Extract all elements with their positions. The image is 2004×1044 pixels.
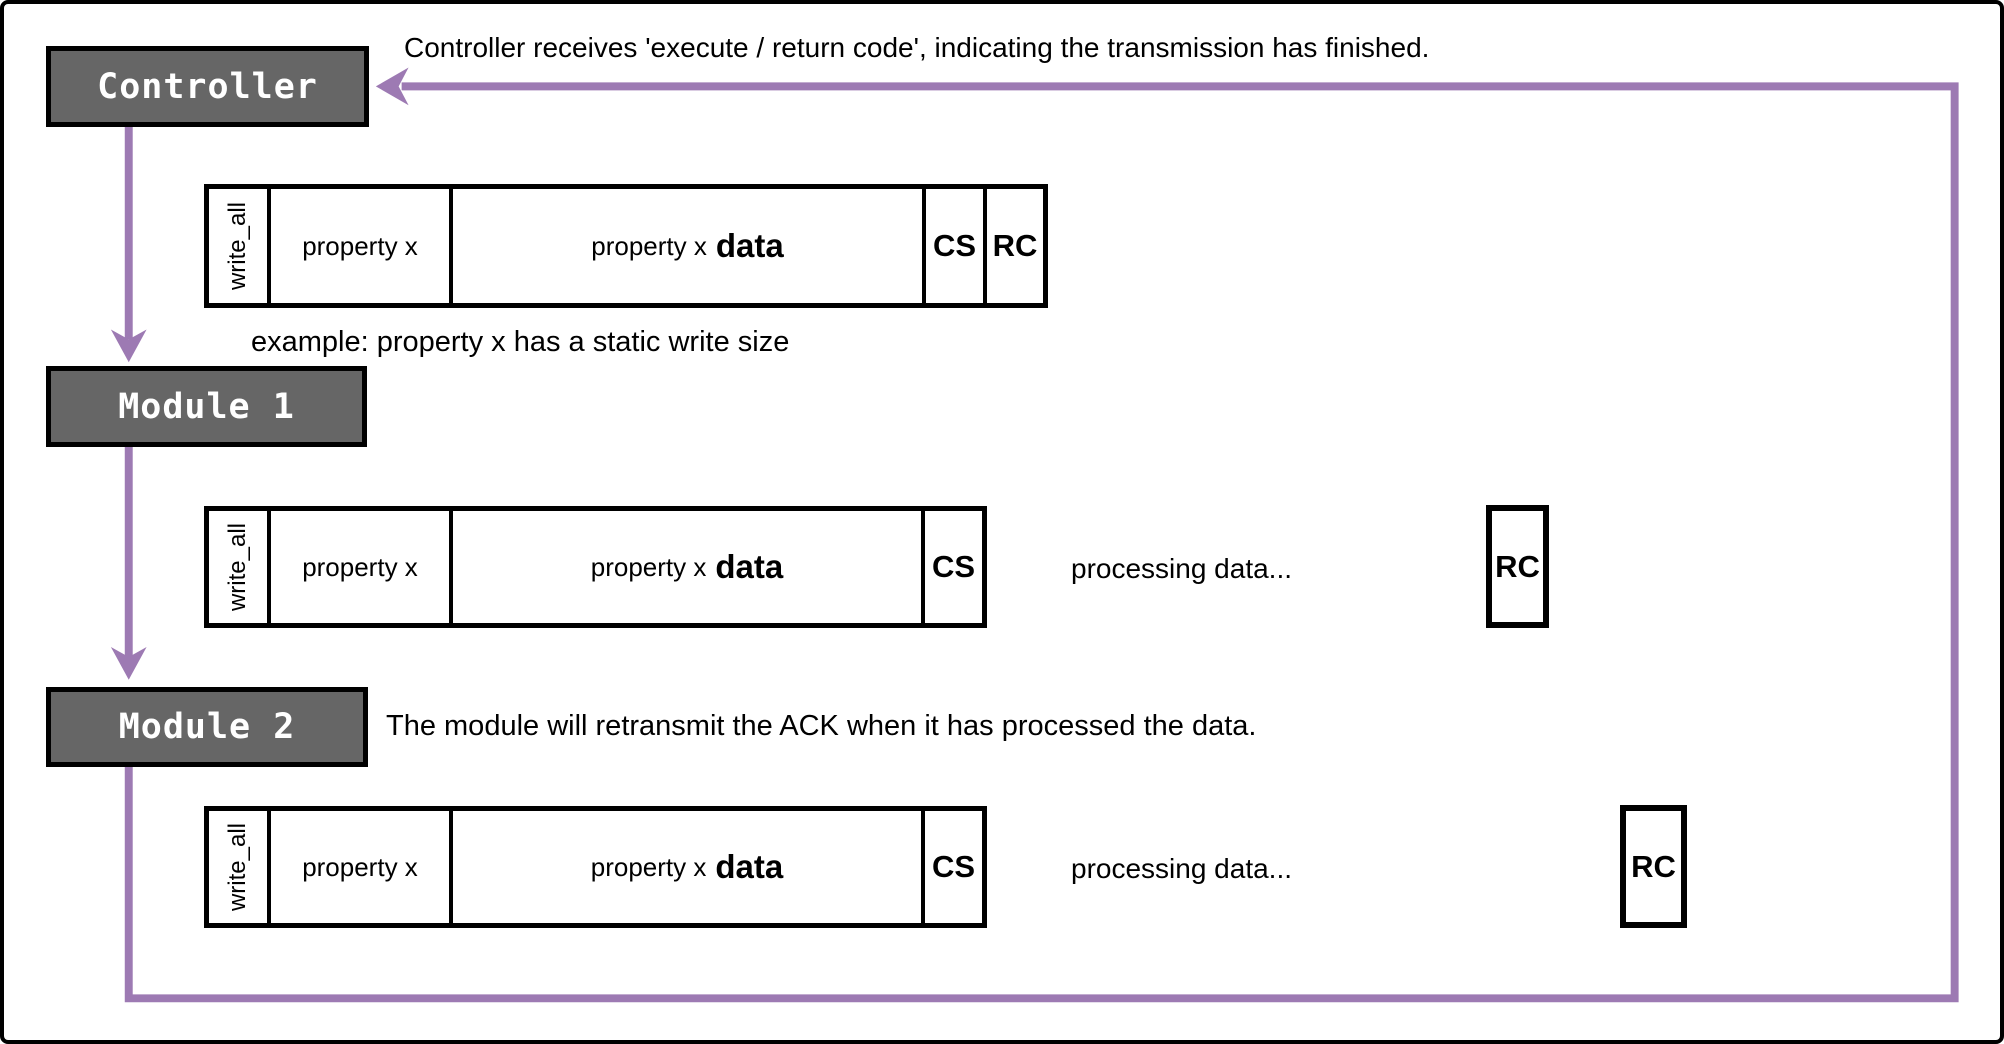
- frame1-cell-cs: CS: [922, 189, 983, 303]
- frame3-cell-write-all: write_all: [209, 811, 267, 923]
- frame-module2-receive: write_all property x property x data CS: [204, 806, 987, 928]
- frame3-write-all-label: write_all: [224, 822, 251, 912]
- frame3-cell-cs: CS: [921, 811, 982, 923]
- frame1-cell-property: property x: [267, 189, 449, 303]
- frame2-data-word: data: [715, 548, 784, 585]
- frame1-cell-write-all: write_all: [209, 189, 267, 303]
- arrowhead-left-controller-icon: [375, 67, 409, 106]
- arrowhead-down-module1-icon: [110, 329, 147, 363]
- frame2-cell-property: property x: [267, 511, 449, 623]
- frame-controller-write: write_all property x property x data CS …: [204, 184, 1048, 308]
- module1-node: Module 1: [46, 366, 367, 447]
- frame3-data-word: data: [715, 848, 784, 885]
- module1-processing-text: processing data...: [1071, 553, 1293, 584]
- controller-node: Controller: [46, 46, 369, 127]
- module2-ack-note: The module will retransmit the ACK when …: [386, 710, 1257, 742]
- frame1-write-all-label: write_all: [224, 201, 251, 291]
- module2-node: Module 2: [46, 687, 368, 767]
- frame1-data-word: data: [715, 227, 784, 264]
- module1-return-code-box: RC: [1486, 505, 1549, 628]
- frame3-cell-property: property x: [267, 811, 449, 923]
- frame2-data-prefix: property x: [590, 551, 707, 582]
- controller-return-note: Controller receives 'execute / return co…: [404, 32, 1430, 63]
- frame1-data-prefix: property x: [591, 230, 707, 261]
- frame1-cell-rc: RC: [983, 189, 1043, 303]
- frame2-cell-data: property x data: [449, 511, 921, 623]
- frame3-cell-data: property x data: [449, 811, 921, 923]
- frame2-write-all-label: write_all: [224, 522, 251, 612]
- frame3-data-prefix: property x: [590, 851, 707, 882]
- arrowhead-down-module2-icon: [110, 647, 147, 680]
- arrow-return-to-controller: [124, 82, 1959, 1003]
- frame1-caption: example: property x has a static write s…: [251, 326, 790, 358]
- frame-module1-receive: write_all property x property x data CS: [204, 506, 987, 628]
- frame1-cell-data: property x data: [449, 189, 922, 303]
- module2-processing-text: processing data...: [1071, 853, 1293, 884]
- module2-return-code-box: RC: [1620, 805, 1687, 928]
- connector-layer: [110, 67, 1959, 1003]
- frame2-cell-write-all: write_all: [209, 511, 267, 623]
- frame2-cell-cs: CS: [921, 511, 982, 623]
